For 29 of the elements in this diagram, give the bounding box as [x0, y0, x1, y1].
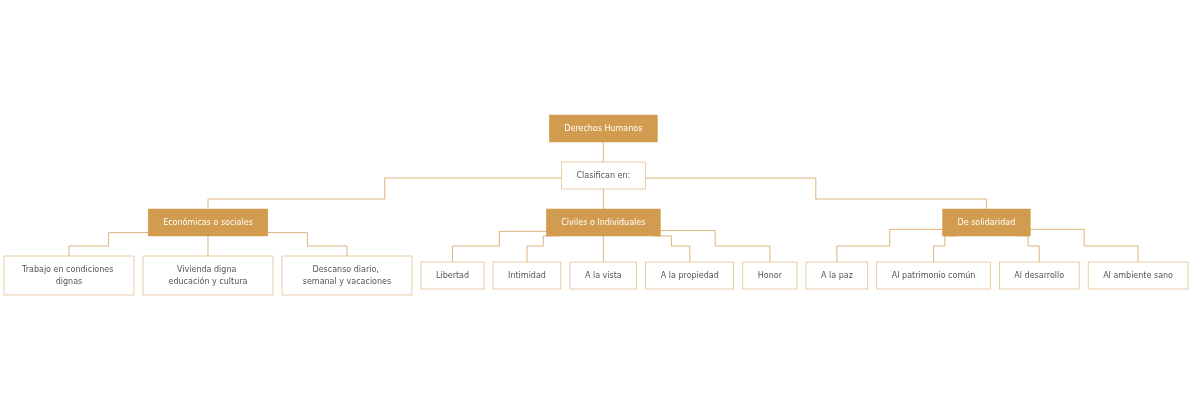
node-box: Vivienda digna educación y cultura [142, 255, 274, 296]
node-box: A la paz [805, 261, 869, 290]
node-box: Derechos Humanos [549, 114, 658, 143]
node-box: Libertad [420, 261, 485, 290]
connector [660, 230, 771, 263]
connector [452, 231, 547, 263]
node-box: Descanso diario, semanal y vacaciones [281, 255, 413, 296]
connector [644, 177, 987, 210]
node-box: De solidaridad [942, 208, 1031, 237]
node-box: Trabajo en condiciones dignas [3, 255, 135, 296]
node-box: Honor [742, 261, 798, 290]
node-box: Intimidad [492, 261, 562, 290]
connector [267, 232, 348, 257]
connector [68, 232, 149, 257]
connector [602, 188, 604, 210]
node-box: Al desarrollo [999, 261, 1080, 290]
node-box: A la propiedad [645, 261, 735, 290]
connector [602, 141, 604, 163]
connector [207, 235, 209, 257]
node-box: Al patrimonio común [876, 261, 991, 290]
node-box: Clasifican en: [561, 161, 646, 190]
connector [836, 229, 943, 263]
node-box: Civiles o Individuales [546, 208, 661, 237]
node-box: A la vista [569, 261, 637, 290]
node-box: Al ambiente sano [1087, 261, 1189, 290]
node-box: Económicas o sociales [147, 208, 269, 237]
connector [207, 177, 562, 210]
connector [1029, 228, 1139, 263]
connector [602, 235, 604, 263]
